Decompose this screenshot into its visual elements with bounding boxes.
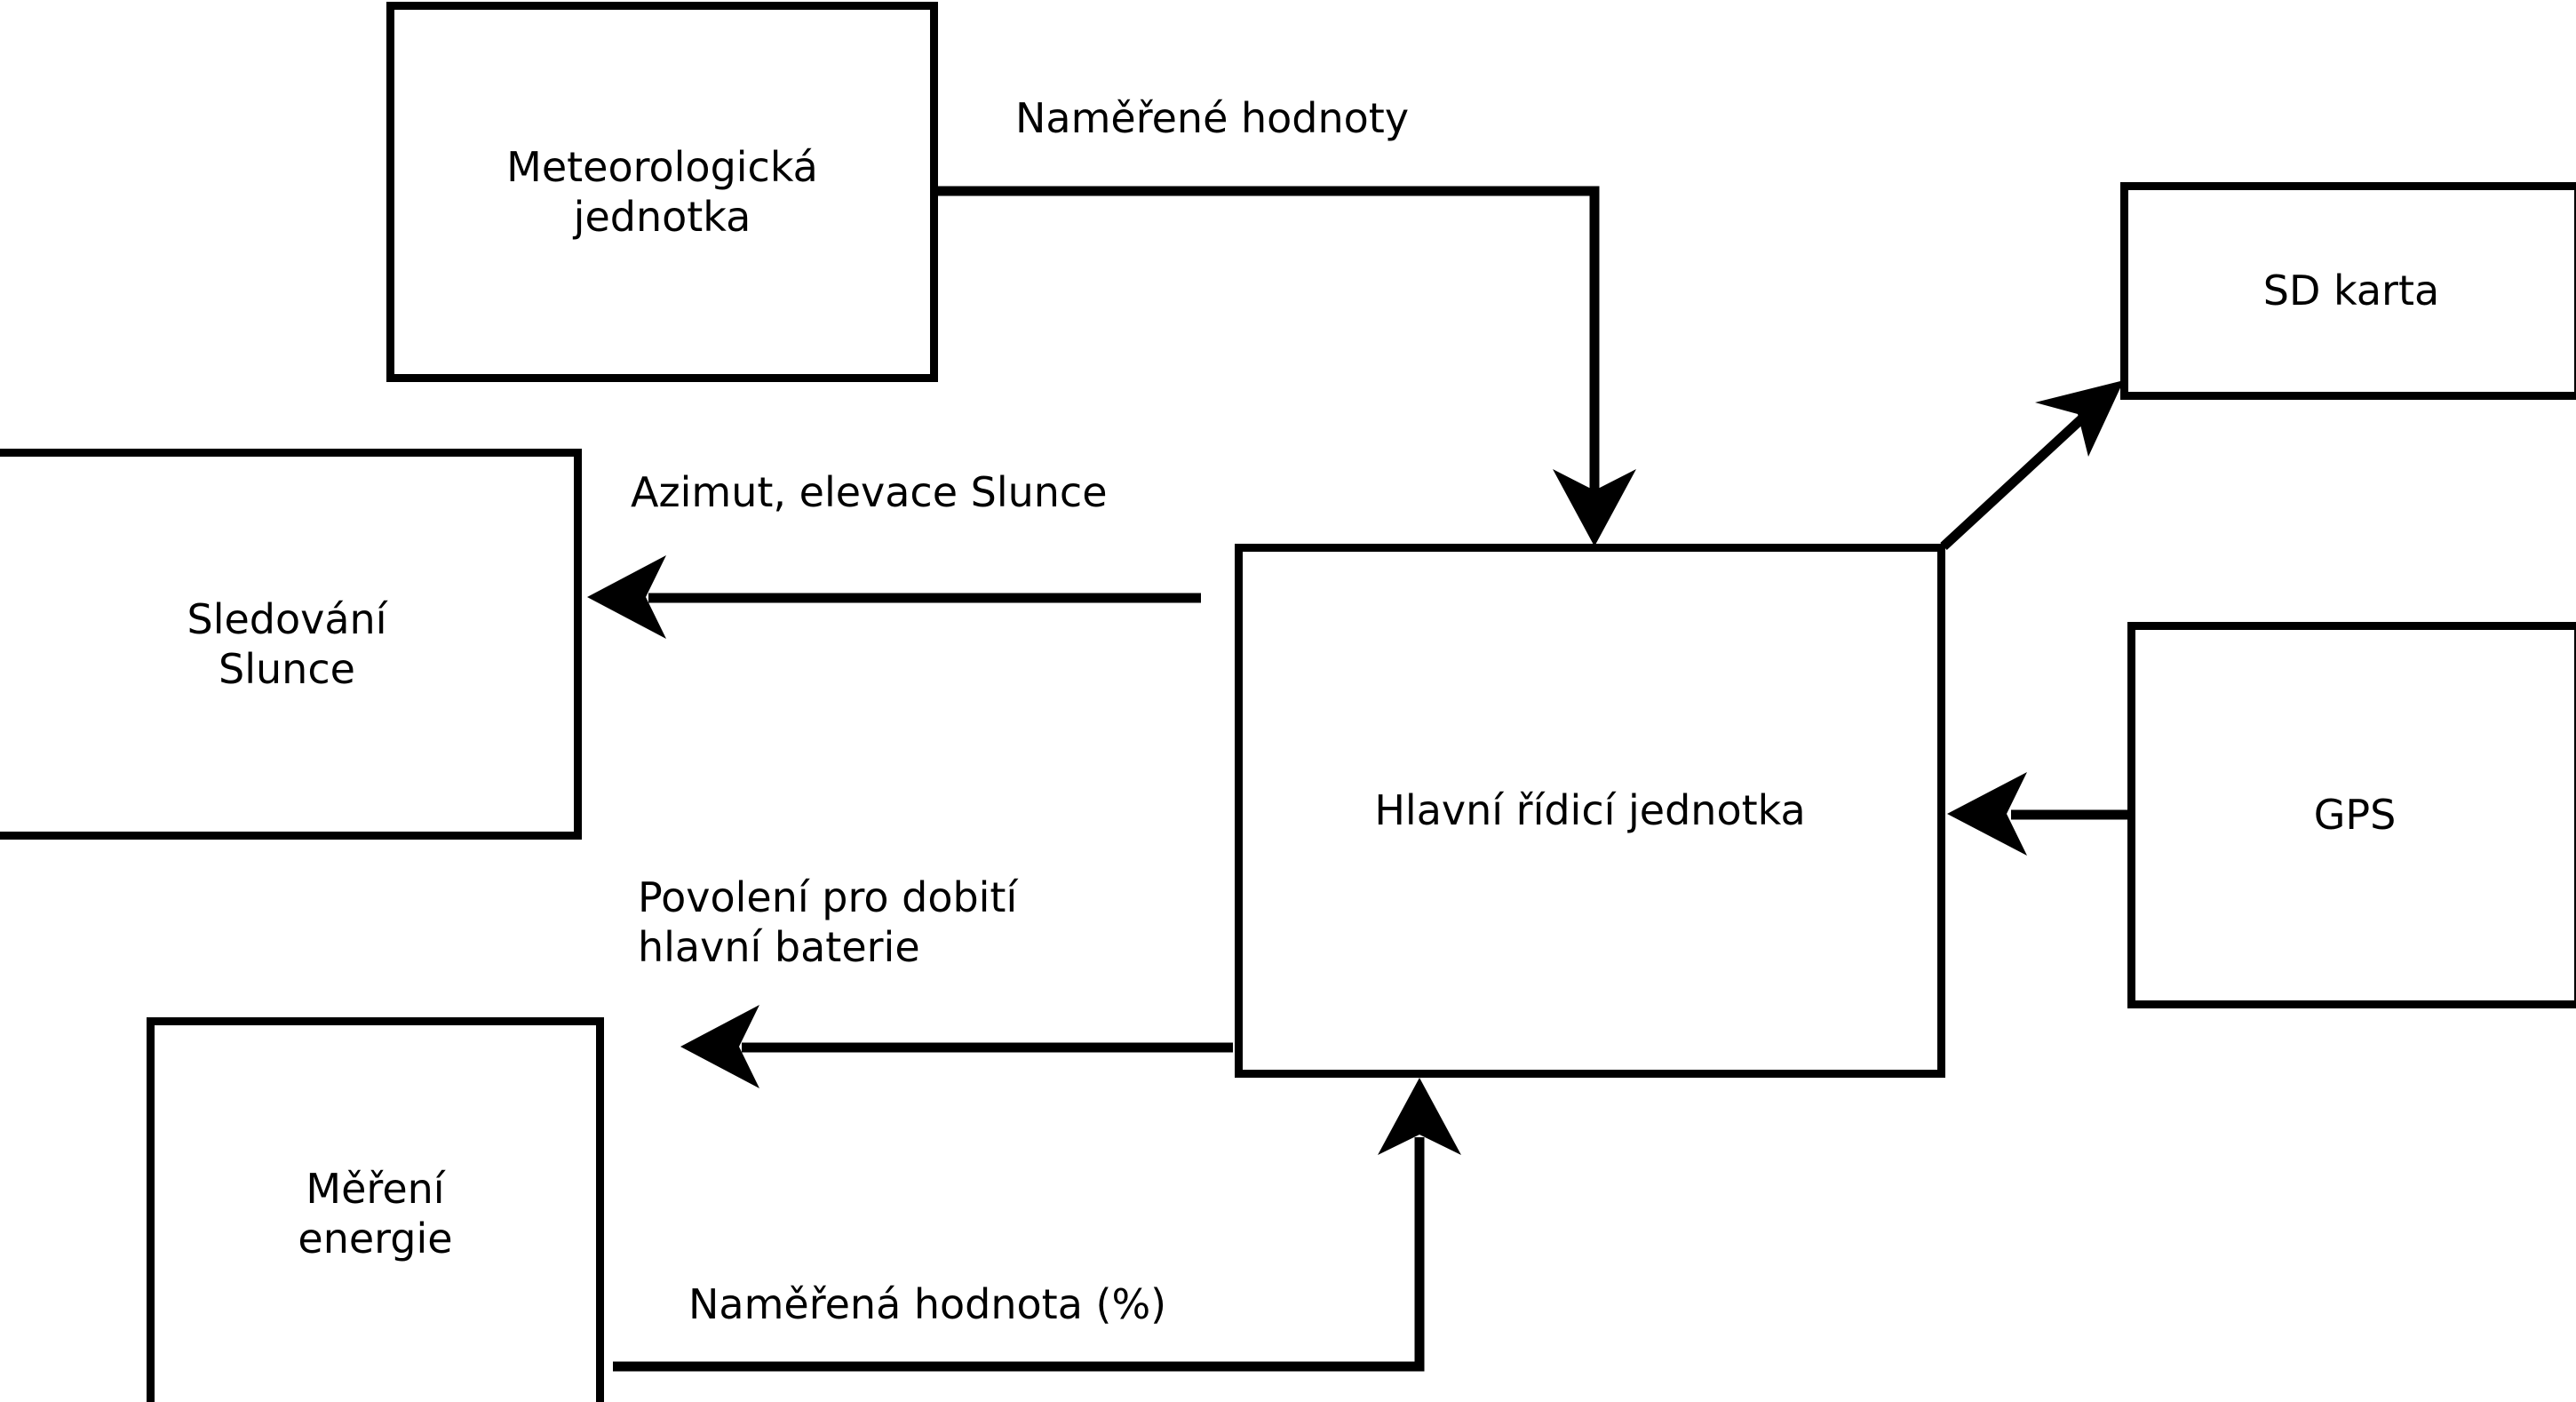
edge-main-to-sd-card: [1940, 380, 2124, 551]
node-energy-measurement[interactable]: Měření energie: [147, 1017, 604, 1402]
edge-energy-to-main: [613, 1078, 1461, 1372]
node-sun-tracking-label: Sledování Slunce: [187, 594, 387, 693]
edge-label-meteo-to-main: Naměřené hodnoty: [1015, 94, 1410, 142]
node-energy-measurement-label: Měření energie: [298, 1164, 453, 1263]
edge-label-energy-to-main: Naměřená hodnota (%): [688, 1280, 1167, 1328]
node-meteo-unit[interactable]: Meteorologická jednotka: [386, 2, 938, 382]
edge-label-main-to-energy: Povolení pro dobití hlavní baterie: [638, 873, 1018, 972]
node-main-control-unit[interactable]: Hlavní řídicí jednotka: [1235, 544, 1945, 1078]
edge-meteo-to-main: [938, 186, 1636, 546]
node-sd-card[interactable]: SD karta: [2120, 182, 2576, 400]
node-main-control-unit-label: Hlavní řídicí jednotka: [1374, 786, 1806, 835]
node-sd-card-label: SD karta: [2262, 267, 2440, 315]
edge-main-to-sun-tracking: [587, 555, 1201, 639]
node-meteo-unit-label: Meteorologická jednotka: [506, 142, 818, 241]
node-gps-label: GPS: [2313, 791, 2397, 840]
edge-label-main-to-sun-tracking: Azimut, elevace Slunce: [631, 468, 1108, 516]
node-gps[interactable]: GPS: [2127, 622, 2576, 1008]
edge-gps-to-main: [1947, 772, 2129, 856]
edge-main-to-energy: [680, 1005, 1233, 1088]
node-sun-tracking[interactable]: Sledování Slunce: [0, 449, 582, 840]
